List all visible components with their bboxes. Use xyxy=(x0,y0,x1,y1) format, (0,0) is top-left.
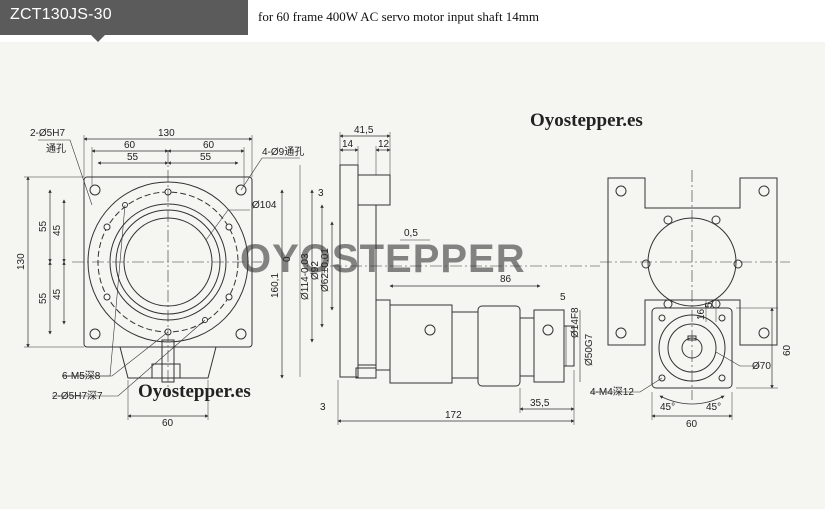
input-hole-2 xyxy=(718,314,726,322)
right-corner-hole-bl xyxy=(615,327,627,339)
coupling xyxy=(451,311,479,379)
side-upper-body xyxy=(357,174,391,206)
right-corner-hole-tr xyxy=(758,185,770,197)
bolt-hole-5 xyxy=(103,293,111,301)
model-title: ZCT130JS-30 xyxy=(10,6,112,23)
input-hole-3 xyxy=(658,374,666,382)
input-shaft xyxy=(563,325,575,367)
input-hole-4 xyxy=(718,374,726,382)
dim-86: 86 xyxy=(500,274,512,285)
dim-half-right-60: 60 xyxy=(203,140,215,151)
dim-35-5: 35,5 xyxy=(530,398,550,409)
dim-bolt-circle: Ø104 xyxy=(252,200,277,211)
watermark-top-right: Oyostepper.es xyxy=(530,110,643,131)
dim-d92: Ø92 xyxy=(310,261,321,280)
right-bolt-2 xyxy=(711,215,721,225)
bolt-hole-2 xyxy=(225,223,233,231)
dim-half-left-55: 55 xyxy=(127,152,139,163)
input-bracket xyxy=(533,309,565,383)
tab-notch xyxy=(0,34,248,42)
front-input-cap xyxy=(151,363,181,379)
corner-hole-bl xyxy=(89,328,101,340)
right-bolt-5 xyxy=(663,299,673,309)
dim-0-5: 0,5 xyxy=(404,228,418,239)
dim-side-130: 130 xyxy=(16,253,27,270)
label-m4: 4-M4深12 xyxy=(590,386,634,398)
drawing-canvas: Oyostepper.es Oyostepper.es OYOSTEPPER xyxy=(16,110,793,430)
product-description: for 60 frame 400W AC servo motor input s… xyxy=(258,9,540,24)
label-through-left: 通孔 xyxy=(46,143,66,155)
side-pin xyxy=(355,367,377,379)
dim-side-45-bottom: 45 xyxy=(52,288,63,300)
right-bolt-4 xyxy=(733,259,743,269)
dim-overall-width: 130 xyxy=(158,128,175,139)
right-flange-outline xyxy=(607,177,778,346)
bolt-hole-6 xyxy=(103,223,111,231)
dim-bottom-60: 60 xyxy=(162,418,174,429)
corner-hole-tr xyxy=(235,184,247,196)
dim-45-left: 45° xyxy=(660,402,675,413)
dim-0: 0 xyxy=(282,256,293,262)
bolt-hole-3 xyxy=(225,293,233,301)
watermark-bottom-left: Oyostepper.es xyxy=(138,381,251,402)
corner-hole-br xyxy=(235,328,247,340)
right-bolt-1 xyxy=(663,215,673,225)
dim-small-5: 5 xyxy=(704,302,715,308)
header: ZCT130JS-30 for 60 frame 400W AC servo m… xyxy=(0,0,825,42)
right-bolt-3 xyxy=(641,259,651,269)
dim-41-5: 41,5 xyxy=(354,125,374,136)
label-m5: 6-M5深8 xyxy=(62,370,101,382)
right-corner-hole-br xyxy=(758,327,770,339)
technical-drawing: Oyostepper.es Oyostepper.es OYOSTEPPER xyxy=(0,42,825,509)
label-holes-right: 4-Ø9通孔 xyxy=(262,146,304,158)
input-square xyxy=(651,307,733,389)
dim-172: 172 xyxy=(445,410,462,421)
right-corner-hole-tl xyxy=(615,185,627,197)
label-pin: 2-Ø5H7深7 xyxy=(52,390,103,402)
corner-hole-tl xyxy=(89,184,101,196)
dim-3-bottom: 3 xyxy=(320,402,326,413)
motor-flange xyxy=(519,317,535,377)
dim-d62: Ø62±0.01 xyxy=(320,248,331,292)
dim-d50: Ø50G7 xyxy=(584,333,595,366)
dim-d70: Ø70 xyxy=(752,361,771,372)
input-hole-1 xyxy=(658,314,666,322)
dim-5: 5 xyxy=(560,292,566,303)
dim-60-right: 60 xyxy=(782,344,793,356)
dim-3-top: 3 xyxy=(318,188,324,199)
dim-height-160: 160,1 xyxy=(270,273,281,298)
watermark-logo: OYOSTEPPER xyxy=(240,237,526,281)
dim-side-55-top: 55 xyxy=(38,220,49,232)
side-gear-housing xyxy=(375,299,391,371)
front-view xyxy=(24,135,300,420)
right-view xyxy=(590,170,790,420)
label-holes-top: 2-Ø5H7 xyxy=(30,128,65,139)
side-lower-body xyxy=(357,204,377,366)
dim-side-45-top: 45 xyxy=(52,224,63,236)
dim-d114: Ø114-0.03 xyxy=(300,253,311,300)
dim-small-16: 16 xyxy=(696,308,707,320)
model-tab: ZCT130JS-30 xyxy=(0,0,248,34)
adapter-bolt xyxy=(424,324,436,336)
bracket-bolt xyxy=(542,324,554,336)
dim-d14: Ø14F8 xyxy=(570,307,581,338)
dim-half-left-60: 60 xyxy=(124,140,136,151)
dim-14: 14 xyxy=(342,139,354,150)
motor-housing xyxy=(477,305,521,387)
dim-bottom-60-right: 60 xyxy=(686,419,698,430)
dim-half-right-55: 55 xyxy=(200,152,212,163)
dim-side-55-bottom: 55 xyxy=(38,292,49,304)
dim-45-right: 45° xyxy=(706,402,721,413)
adapter-block xyxy=(389,304,453,384)
dim-12: 12 xyxy=(378,139,390,150)
side-view xyxy=(299,132,600,425)
